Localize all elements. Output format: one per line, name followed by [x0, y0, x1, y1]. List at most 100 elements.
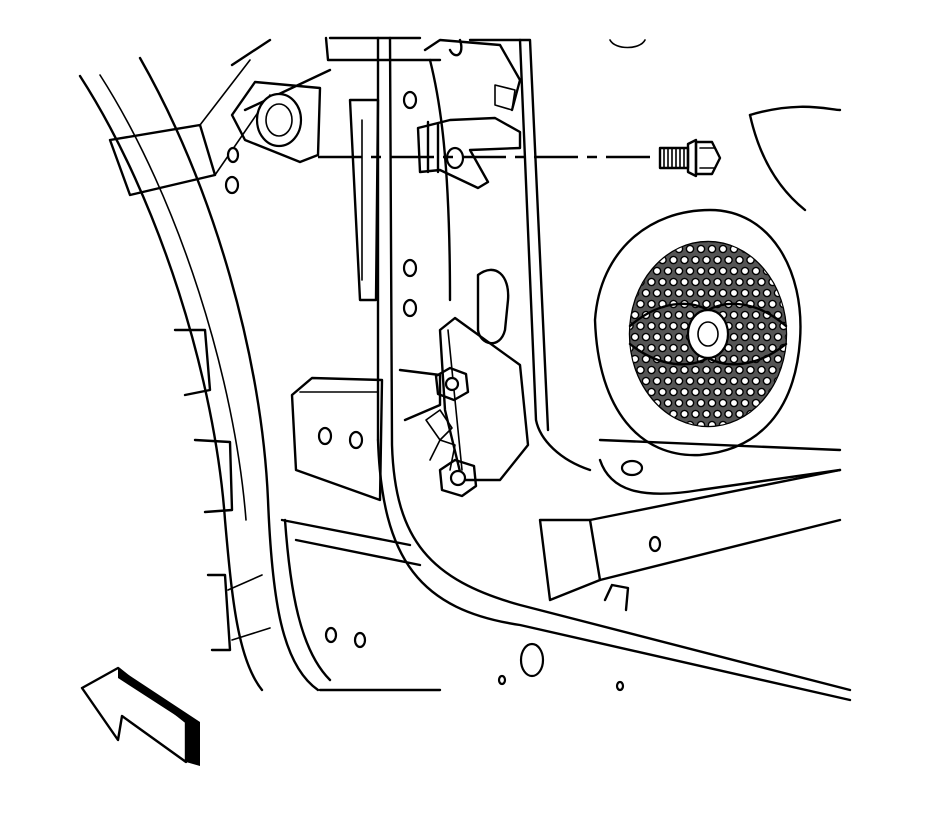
- grille-perforation: [784, 398, 786, 408]
- grille-perforation: [620, 333, 627, 340]
- grille-perforation: [707, 398, 717, 408]
- grille-perforation: [773, 398, 783, 408]
- grille-perforation: [652, 420, 662, 426]
- grille-perforation: [762, 288, 772, 298]
- grille-perforation: [740, 376, 750, 386]
- grille-perforation: [663, 266, 673, 276]
- grille-perforation: [784, 354, 786, 364]
- grille-perforation: [658, 343, 667, 353]
- grille-perforation: [680, 321, 689, 331]
- grille-perforation: [718, 398, 728, 408]
- grille-perforation: [663, 420, 673, 426]
- grille-perforation: [647, 321, 656, 331]
- grille-perforation: [630, 266, 640, 276]
- speaker-grille-icon: [593, 105, 842, 457]
- grille-perforation: [620, 289, 627, 296]
- grille-perforation: [762, 376, 772, 386]
- grille-perforation: [674, 398, 684, 408]
- grille-perforation: [757, 242, 766, 243]
- grille-perforation: [713, 255, 722, 265]
- grille-perforation: [630, 409, 634, 419]
- grille-perforation: [685, 376, 695, 386]
- grille-perforation: [784, 332, 786, 342]
- grille-perforation: [685, 310, 695, 320]
- grille-perforation: [669, 387, 678, 397]
- grille-perforation: [641, 332, 651, 342]
- grille-perforation: [735, 242, 744, 243]
- grille-perforation: [729, 398, 739, 408]
- grille-perforation: [729, 376, 739, 386]
- grille-perforation: [641, 398, 651, 408]
- grille-perforation: [773, 332, 783, 342]
- grille-perforation: [685, 266, 695, 276]
- grille-perforation: [702, 387, 711, 397]
- grille-perforation: [757, 409, 766, 419]
- grille-perforation: [685, 288, 695, 298]
- grille-perforation: [658, 365, 667, 375]
- grille-perforation: [652, 376, 662, 386]
- grille-perforation: [740, 354, 750, 364]
- grille-perforation: [751, 288, 761, 298]
- grille-perforation: [740, 398, 750, 408]
- grille-perforation: [620, 377, 627, 384]
- grille-perforation: [729, 288, 739, 298]
- grille-perforation: [718, 266, 728, 276]
- grille-perforation: [630, 277, 634, 287]
- bolt-icon: [658, 138, 722, 178]
- grille-perforation: [652, 266, 662, 276]
- grille-perforation: [680, 343, 689, 353]
- grille-perforation: [751, 332, 761, 342]
- grille-perforation: [691, 387, 700, 397]
- grille-perforation: [740, 332, 750, 342]
- grille-perforation: [674, 376, 684, 386]
- grille-perforation: [779, 277, 786, 287]
- grille-perforation: [696, 376, 706, 386]
- grille-perforation: [680, 277, 689, 287]
- grille-perforation: [630, 332, 640, 342]
- grille-perforation: [702, 255, 711, 265]
- grille-perforation: [641, 244, 651, 254]
- grille-perforation: [658, 321, 667, 331]
- grille-perforation: [779, 242, 786, 243]
- hex-nut-icon: [434, 366, 470, 402]
- grille-perforation: [751, 376, 761, 386]
- grille-perforation: [746, 277, 755, 287]
- grille-perforation: [707, 244, 717, 254]
- grille-perforation: [751, 266, 761, 276]
- grille-perforation: [702, 409, 711, 419]
- grille-perforation: [735, 365, 744, 375]
- grille-perforation: [784, 310, 786, 320]
- grille-perforation: [751, 244, 761, 254]
- grille-perforation: [773, 266, 783, 276]
- grille-perforation: [784, 288, 786, 298]
- grille-perforation: [674, 288, 684, 298]
- grille-perforation: [685, 354, 695, 364]
- grille-perforation: [702, 277, 711, 287]
- grille-perforation: [630, 299, 634, 309]
- grille-perforation: [724, 409, 733, 419]
- grille-perforation: [620, 311, 627, 318]
- grille-perforation: [746, 343, 755, 353]
- grille-perforation: [746, 321, 755, 331]
- grille-perforation: [652, 398, 662, 408]
- grille-perforation: [762, 398, 772, 408]
- grille-perforation: [647, 255, 656, 265]
- grille-perforation: [691, 255, 700, 265]
- grille-perforation: [680, 387, 689, 397]
- grille-perforation: [636, 321, 645, 331]
- hex-nut-icon: [425, 409, 478, 498]
- grille-perforation: [724, 277, 733, 287]
- grille-perforation: [680, 365, 689, 375]
- grille-perforation: [740, 244, 750, 254]
- grille-perforation: [779, 409, 786, 419]
- grille-perforation: [636, 409, 645, 419]
- grille-perforation: [630, 376, 640, 386]
- grille-perforation: [658, 242, 667, 243]
- grille-perforation: [713, 365, 722, 375]
- grille-perforation: [641, 288, 651, 298]
- grille-perforation: [674, 354, 684, 364]
- grille-perforation: [729, 332, 739, 342]
- grille-perforation: [636, 299, 645, 309]
- grille-perforation: [768, 255, 777, 265]
